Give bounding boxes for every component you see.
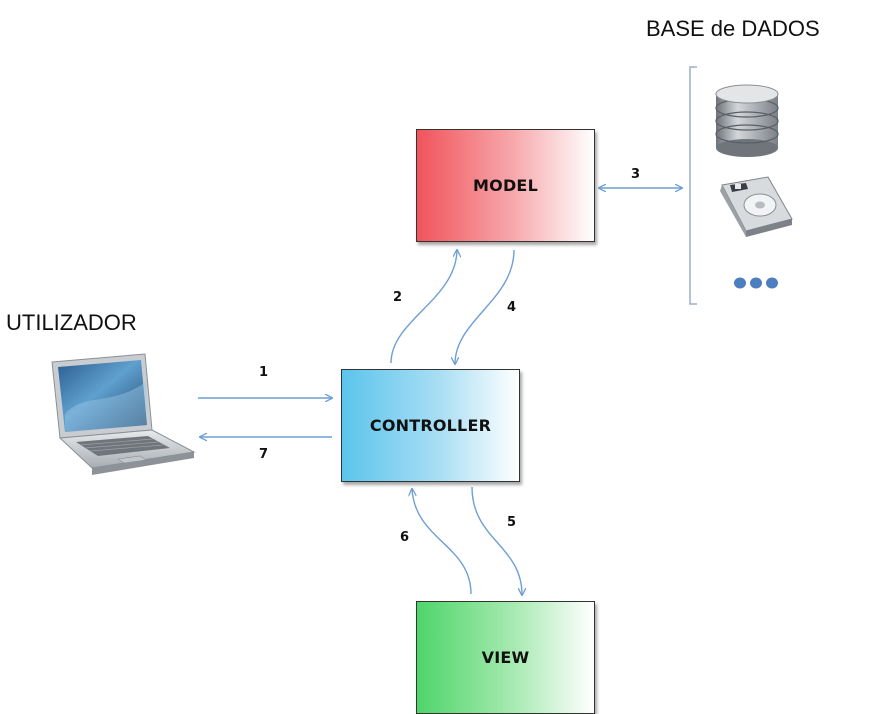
controller-label: CONTROLLER bbox=[369, 416, 492, 435]
ellipsis-dots-icon bbox=[734, 277, 778, 289]
arrow-step-4 bbox=[455, 249, 515, 364]
controller-box: CONTROLLER bbox=[341, 369, 520, 482]
database-bracket bbox=[689, 66, 697, 305]
step-5-label: 5 bbox=[507, 515, 517, 530]
hard-disk-icon bbox=[720, 176, 793, 237]
step-4-label: 4 bbox=[507, 300, 517, 315]
step-6-label: 6 bbox=[400, 530, 410, 545]
arrow-step-6 bbox=[412, 489, 472, 595]
step-1-label: 1 bbox=[259, 365, 269, 380]
view-box: VIEW bbox=[416, 601, 595, 714]
view-label: VIEW bbox=[481, 648, 530, 667]
database-stack-icon bbox=[715, 84, 779, 157]
step-2-label: 2 bbox=[393, 290, 403, 305]
step-7-label: 7 bbox=[259, 447, 269, 462]
arrow-step-2 bbox=[390, 250, 457, 364]
laptop-icon bbox=[51, 353, 196, 475]
model-box: MODEL bbox=[416, 129, 595, 242]
database-heading: BASE de DADOS bbox=[646, 16, 820, 41]
user-heading: UTILIZADOR bbox=[6, 310, 137, 335]
step-3-label: 3 bbox=[631, 167, 641, 182]
model-label: MODEL bbox=[473, 176, 538, 195]
arrow-step-5 bbox=[471, 486, 522, 595]
